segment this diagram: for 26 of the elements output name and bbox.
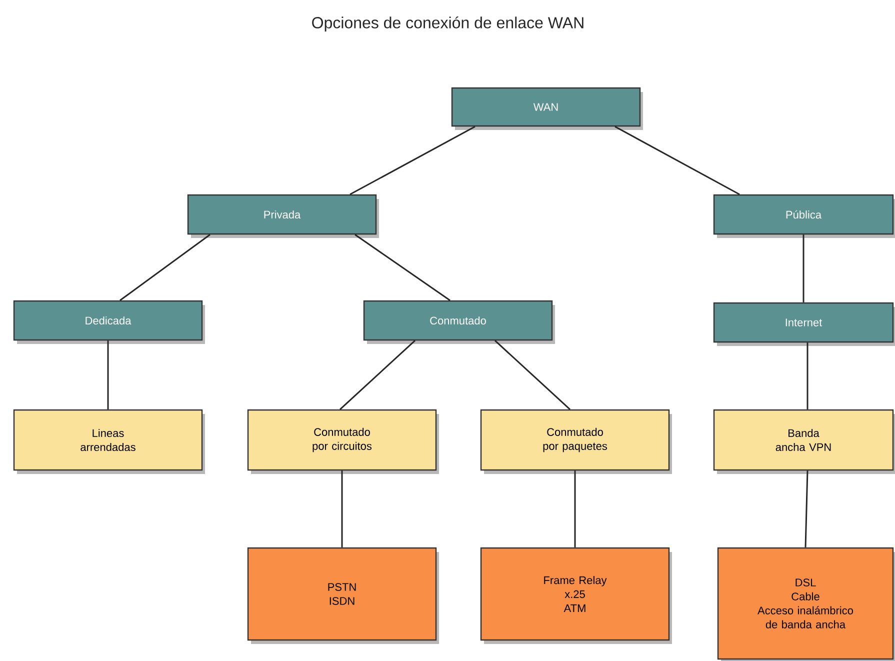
technology-box: DSL Cable Acceso inalámbrico de banda ancha — [717, 547, 895, 661]
connector-line — [107, 340, 109, 410]
title: Opciones de conexión de enlace WAN — [312, 16, 584, 32]
option-box: Conmutado por circuitos — [247, 409, 439, 474]
option-box: Lineas arrendadas — [13, 409, 205, 474]
technology-box: PSTN ISDN — [247, 547, 439, 644]
category-box: Conmutado — [363, 300, 555, 344]
connector-line — [806, 342, 808, 410]
connector-line — [341, 470, 343, 548]
category-box: Internet — [713, 302, 895, 346]
option-box: Conmutado por paquetes — [480, 409, 672, 474]
category-box: Privada — [187, 194, 379, 238]
technology-box: Frame Relay x.25 ATM — [480, 547, 672, 644]
connector-line — [354, 234, 450, 302]
connector-line — [494, 340, 571, 410]
category-box: Pública — [713, 194, 895, 238]
option-box: Banda ancha VPN — [713, 409, 895, 474]
connector-line — [350, 126, 476, 196]
connector-line — [120, 234, 210, 301]
connector-line — [340, 340, 416, 410]
category-box: WAN — [451, 87, 643, 130]
connector-line — [614, 126, 740, 196]
connector-line — [802, 234, 804, 302]
category-box: Dedicada — [13, 300, 205, 344]
connector-line — [804, 470, 808, 548]
connector-line — [574, 470, 576, 548]
